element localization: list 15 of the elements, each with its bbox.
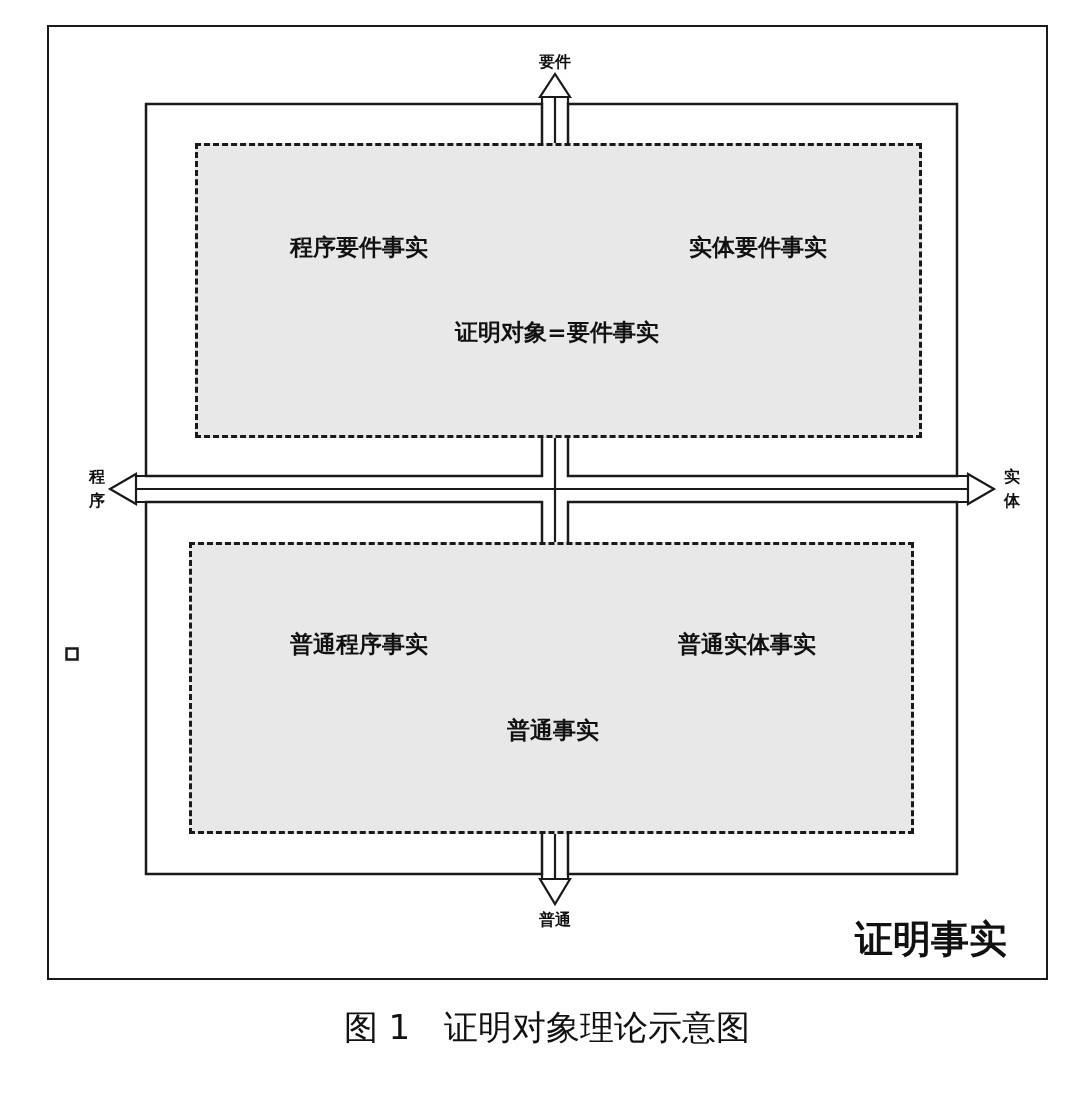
axis-label: 要件 [539,53,571,71]
box-label: 实体要件事实 [689,234,827,260]
frame-title: 证明事实 [855,918,1007,960]
figure-caption: 图 1 证明对象理论示意图 [343,1009,751,1047]
axis-label: 程序 [89,466,105,512]
box-label: 普通实体事实 [678,631,816,657]
box-label: 证明对象=要件事实 [455,319,659,345]
box-label: 程序要件事实 [290,234,428,260]
dotted-region-box [195,143,922,438]
box-label: 普通事实 [507,717,599,743]
outer-frame [47,25,1048,980]
axis-label: 普通 [539,911,571,929]
dotted-region-box [189,542,914,834]
box-label: 普通程序事实 [290,631,428,657]
axis-label: 实体 [1004,466,1020,512]
